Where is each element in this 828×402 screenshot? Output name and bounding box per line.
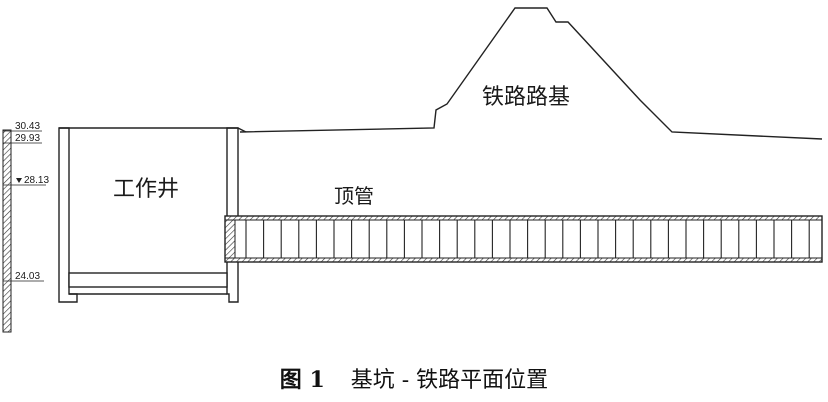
working-shaft bbox=[58, 127, 247, 303]
ground-profile-line bbox=[239, 7, 823, 140]
section-diagram: 30.43 29.93 28.13 24.03 铁路路基 工作井 顶管 bbox=[2, 7, 823, 333]
water-level-icon bbox=[16, 178, 22, 183]
elevation-label-2: 28.13 bbox=[24, 175, 49, 186]
working-shaft-label: 工作井 bbox=[113, 177, 179, 202]
railway-embankment-label: 铁路路基 bbox=[482, 85, 570, 110]
soil-column bbox=[2, 129, 12, 333]
pipe-segment-joints bbox=[245, 220, 810, 258]
elevation-label-3: 24.03 bbox=[15, 271, 40, 282]
figure-title: 基坑 - 铁路平面位置 bbox=[350, 368, 549, 393]
elevation-label-1: 29.93 bbox=[15, 133, 40, 144]
elevation-label-0: 30.43 bbox=[15, 121, 40, 132]
jacking-pipe bbox=[224, 215, 823, 263]
figure-number: 图 1 bbox=[279, 367, 325, 393]
figure-caption: 图 1 基坑 - 铁路平面位置 bbox=[0, 362, 828, 394]
jacking-pipe-label: 顶管 bbox=[334, 184, 374, 208]
